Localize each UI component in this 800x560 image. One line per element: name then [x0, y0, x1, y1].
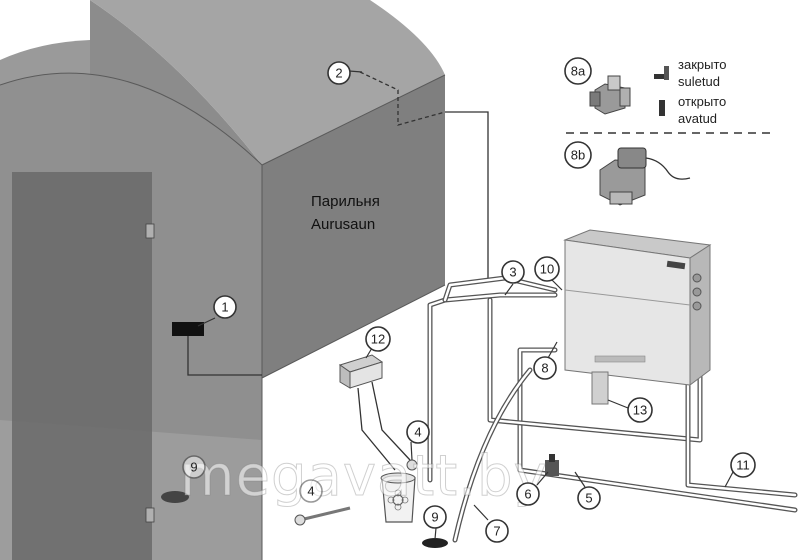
- callout-10: 10: [534, 256, 563, 291]
- sensor-cable: [359, 71, 446, 126]
- svg-text:1: 1: [221, 300, 228, 315]
- handle-closed-icon: [654, 66, 669, 80]
- svg-text:12: 12: [371, 332, 385, 347]
- junction-box: [338, 354, 411, 471]
- legend-closed-ru: закрыто: [678, 57, 727, 72]
- svg-text:4: 4: [414, 425, 421, 440]
- callout-11: 11: [724, 452, 756, 488]
- steam-nozzle: [294, 506, 351, 526]
- steam-generator: [563, 229, 712, 405]
- svg-text:13: 13: [633, 403, 647, 418]
- valve-8a-icon: [589, 75, 631, 115]
- svg-text:7: 7: [493, 524, 500, 539]
- svg-text:3: 3: [509, 265, 516, 280]
- svg-text:9: 9: [190, 460, 197, 475]
- door-hinge-top: [145, 223, 155, 239]
- legend-open-et: avatud: [678, 111, 717, 126]
- generator-side: [689, 244, 711, 386]
- callout-1: 1: [197, 295, 237, 327]
- door-hinge-bottom: [145, 507, 155, 523]
- room-label-et: Aurusaun: [311, 216, 375, 233]
- callout-8: 8: [533, 341, 558, 380]
- svg-text:9: 9: [431, 510, 438, 525]
- svg-text:8: 8: [541, 361, 548, 376]
- room-side-wall: [262, 75, 445, 378]
- shutoff-valve: [545, 454, 559, 476]
- control-cable: [187, 336, 262, 376]
- svg-text:6: 6: [524, 487, 531, 502]
- svg-text:10: 10: [540, 262, 554, 277]
- generator-logo: [666, 260, 686, 270]
- callout-6: 6: [516, 471, 549, 506]
- svg-text:11: 11: [736, 458, 750, 473]
- glass-door: [12, 172, 152, 560]
- callout-5: 5: [574, 471, 601, 510]
- callout-4a: 4: [406, 420, 430, 461]
- floor-drain-right: [422, 538, 448, 548]
- legend-open-ru: открыто: [678, 94, 726, 109]
- callout-2: 2: [327, 61, 363, 85]
- room-edges: [0, 72, 446, 560]
- callout-13: 13: [607, 397, 653, 423]
- sensor-cable-outside: [445, 111, 489, 280]
- callout-3: 3: [501, 260, 525, 296]
- svg-text:2: 2: [335, 66, 342, 81]
- callout-4b: 4: [299, 479, 323, 503]
- room-roof: [90, 0, 445, 165]
- generator-vent: [594, 355, 646, 363]
- watermark: megavatt.by: [180, 444, 548, 509]
- svg-text:5: 5: [585, 491, 592, 506]
- control-panel: [172, 322, 204, 336]
- callout-9a: 9: [182, 455, 206, 479]
- steam-room: [0, 0, 489, 560]
- valve-8b-icon: [599, 147, 691, 206]
- legend-closed-et: suletud: [678, 74, 720, 89]
- room-label-ru: Парильня: [311, 193, 380, 210]
- aroma-container: [380, 472, 416, 523]
- callout-12: 12: [365, 326, 391, 359]
- generator-drain-stub: [591, 371, 609, 405]
- svg-text:8a: 8a: [571, 64, 586, 79]
- callout-8a: 8a: [564, 57, 592, 85]
- svg-text:8b: 8b: [571, 148, 585, 163]
- callout-7: 7: [473, 504, 509, 543]
- handle-open-icon: [659, 100, 665, 116]
- callout-8b: 8b: [564, 141, 592, 169]
- callout-9b: 9: [423, 505, 447, 540]
- floor-drain-left: [161, 491, 189, 503]
- svg-text:4: 4: [307, 484, 314, 499]
